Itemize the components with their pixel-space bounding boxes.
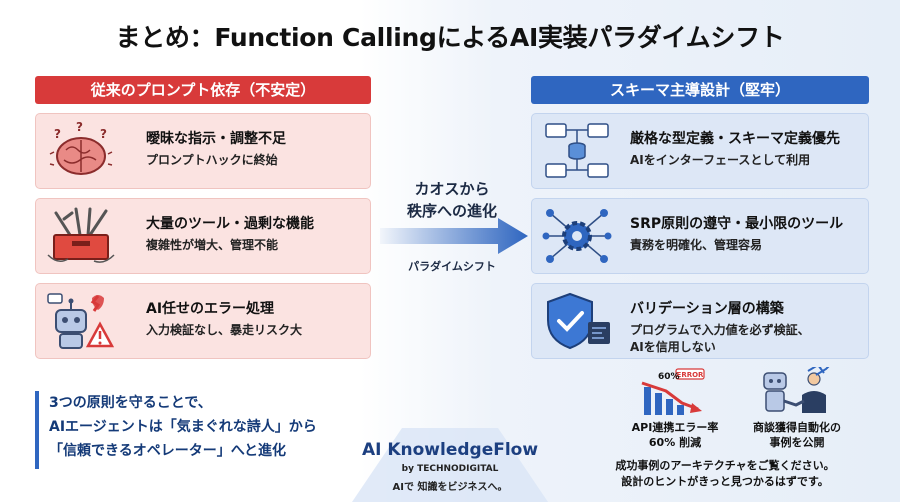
left-card-error-handling: AI任せのエラー処理 入力検証なし、暴走リスク大 bbox=[35, 283, 371, 359]
card-title: 厳格な型定義・スキーマ定義優先 bbox=[630, 131, 840, 147]
card-subtitle: プログラムで入力値を必ず検証、 AIを信用しない bbox=[630, 322, 810, 356]
summary-text: 3つの原則を守ることで、 AIエージェントは「気まぐれな詩人」から 「信頼できる… bbox=[35, 391, 335, 469]
card-title: 大量のツール・過剰な機能 bbox=[146, 216, 314, 232]
cta-line1: 成功事例のアーキテクチャをご覧ください。 bbox=[615, 459, 835, 472]
error-chart-icon: ERROR 60% bbox=[641, 368, 705, 415]
cta-text: 成功事例のアーキテクチャをご覧ください。 設計のヒントがきっと見つかるはずです。 bbox=[594, 458, 856, 490]
right-arrow-icon bbox=[380, 218, 528, 254]
card-title: AI任せのエラー処理 bbox=[146, 301, 275, 317]
percent-badge: 60% bbox=[658, 372, 680, 382]
shield-check-icon bbox=[547, 292, 610, 350]
brand-logo: AI KnowledgeFlow by TECHNODIGITAL AIで 知識… bbox=[352, 422, 548, 502]
robot-handshake-icon bbox=[763, 367, 830, 413]
right-card-validation: バリデーション層の構築 プログラムで入力値を必ず検証、 AIを信用しない bbox=[531, 283, 869, 359]
shift-caption-line2: 秩序への進化 bbox=[406, 202, 497, 220]
brand-tagline: AIで 知識をビジネスへ。 bbox=[392, 482, 508, 493]
shift-label: パラダイムシフト bbox=[408, 260, 496, 273]
brand-byline: by TECHNODIGITAL bbox=[401, 464, 499, 474]
svg-text:?: ? bbox=[76, 120, 83, 134]
right-card-schema: 厳格な型定義・スキーマ定義優先 AIをインターフェースとして利用 bbox=[531, 113, 869, 189]
robot-warning-icon bbox=[47, 293, 115, 349]
card-title: バリデーション層の構築 bbox=[630, 301, 784, 317]
shift-caption: カオスから 秩序への進化 bbox=[376, 178, 528, 222]
case-label-line1: 商談獲得自動化の bbox=[753, 421, 841, 434]
gear-network-icon bbox=[542, 209, 612, 263]
svg-text:?: ? bbox=[100, 127, 107, 141]
case-label-line1: API連携エラー率 bbox=[631, 421, 719, 434]
card-subtitle: 複雑性が増大、管理不能 bbox=[146, 238, 279, 252]
left-card-tools: 大量のツール・過剰な機能 複雑性が増大、管理不能 bbox=[35, 198, 371, 274]
case-label-line2: 事例を公開 bbox=[769, 436, 825, 449]
brand-backdrop bbox=[352, 428, 548, 502]
left-column-header: 従来のプロンプト依存（不安定） bbox=[35, 76, 371, 104]
summary-line3: 「信頼できるオペレーター」へと進化 bbox=[49, 443, 287, 459]
card-title: 曖昧な指示・調整不足 bbox=[146, 131, 286, 147]
left-card-ambiguous: ? ? ? 曖昧な指示・調整不足 プロンプトハックに終始 bbox=[35, 113, 371, 189]
svg-text:?: ? bbox=[54, 127, 61, 141]
case-label-line2: 60% 削減 bbox=[648, 436, 702, 449]
cta-line2: 設計のヒントがきっと見つかるはずです。 bbox=[621, 475, 829, 488]
brand-name: AI KnowledgeFlow bbox=[361, 440, 539, 460]
case-label-error-reduction: API連携エラー率 60% 削減 bbox=[630, 420, 720, 450]
card-subtitle-line2: AIを信用しない bbox=[630, 340, 716, 354]
toolbox-icon bbox=[47, 207, 115, 263]
case-label-sales-automation: 商談獲得自動化の 事例を公開 bbox=[752, 420, 842, 450]
summary-line1: 3つの原則を守ることで、 bbox=[49, 395, 212, 411]
card-subtitle: 責務を明確化、管理容易 bbox=[630, 238, 763, 252]
card-subtitle: プロンプトハックに終始 bbox=[146, 153, 278, 167]
right-card-srp: SRP原則の遵守・最小限のツール 責務を明確化、管理容易 bbox=[531, 198, 869, 274]
card-subtitle-line1: プログラムで入力値を必ず検証、 bbox=[630, 323, 810, 337]
card-subtitle: AIをインターフェースとして利用 bbox=[630, 153, 811, 167]
summary-line2: AIエージェントは「気まぐれな詩人」から bbox=[49, 419, 317, 435]
card-subtitle: 入力検証なし、暴走リスク大 bbox=[146, 323, 303, 337]
card-title: SRP原則の遵守・最小限のツール bbox=[630, 216, 844, 232]
right-column-header: スキーマ主導設計（堅牢） bbox=[531, 76, 869, 104]
page-title: まとめ：Function CallingによるAI実装パラダイムシフト bbox=[115, 23, 785, 52]
brain-question-icon: ? ? ? bbox=[49, 120, 113, 175]
shift-caption-line1: カオスから bbox=[414, 180, 490, 198]
error-badge: ERROR bbox=[677, 371, 705, 379]
schema-diagram-icon bbox=[545, 123, 609, 178]
